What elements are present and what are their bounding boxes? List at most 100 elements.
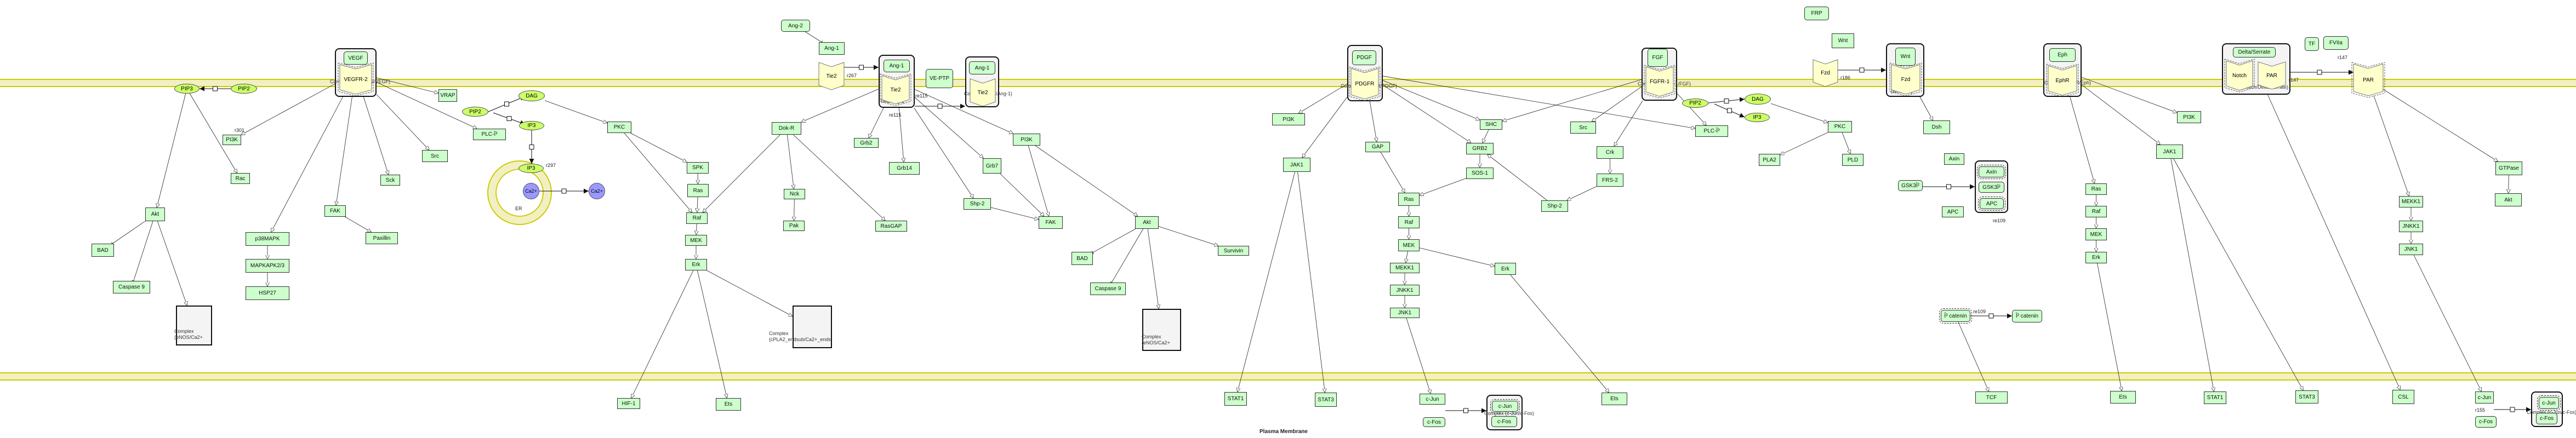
protein-mek-b[interactable]: MEK [1398,239,1420,251]
protein-src-a[interactable]: Src [422,150,448,162]
protein-veptp[interactable]: VE-PTP [926,69,953,88]
protein-shp2-b[interactable]: Shp-2 [1541,200,1568,212]
receptor-fzd[interactable]: Fzd [1813,59,1838,87]
protein-erk-a[interactable]: Erk [685,259,707,270]
protein-ap1-b-fos[interactable]: c-Fos [2536,413,2557,424]
receptor-fzdc-fzd[interactable]: Fzd [1889,62,1922,96]
protein-grb7[interactable]: Grb7 [983,158,1001,174]
protein-nck[interactable]: Nck [784,189,805,199]
protein-ets-b[interactable]: Ets [1602,393,1627,405]
protein-cfos-b[interactable]: c-Fos [2475,416,2497,428]
protein-paxillin[interactable]: Paxillin [366,232,398,244]
receptor-vegfr2[interactable]: VEGFR-2 [338,62,374,96]
small-molecule-dag-a[interactable]: DAG [518,90,545,101]
protein-wnt[interactable]: Wnt [1832,33,1854,48]
protein-grb2-b[interactable]: GRB2 [1466,143,1494,154]
ion-ca-out[interactable]: Ca2+ [589,183,605,199]
protein-destr-apc[interactable]: APC [1978,197,2005,211]
protein-mekk1-b[interactable]: MEKK1 [2399,196,2423,208]
protein-ras-b[interactable]: Ras [1398,193,1420,206]
small-molecule-ip3-b[interactable]: IP3 [518,164,544,173]
protein-jak1-a[interactable]: JAK1 [1283,158,1310,172]
protein-p38[interactable]: p38MAPK [246,232,289,246]
reaction-ca-release-process-node[interactable] [561,188,567,194]
protein-jnk1-a[interactable]: JNK1 [1390,308,1420,318]
protein-ap1-a-jun[interactable]: c-Jun [1490,399,1520,413]
protein-akt-b[interactable]: Akt [1135,216,1159,229]
protein-ets-c[interactable]: Ets [2110,391,2136,404]
reaction-pip2-to-dag-process-node[interactable] [504,101,509,107]
protein-shc[interactable]: SHC [1480,119,1502,130]
protein-ang1[interactable]: Ang-1 [819,42,845,55]
protein-gsk3b[interactable]: GSK3Î² [1898,180,1923,191]
protein-hsp27[interactable]: HSP27 [246,286,289,300]
protein-bad-b[interactable]: BAD [1072,252,1093,265]
small-molecule-pip2-b[interactable]: PIP2 [462,107,488,117]
protein-ang2[interactable]: Ang-2 [781,20,810,32]
protein-mapkapk[interactable]: MAPKAPK2/3 [246,259,289,273]
protein-pi3k-b[interactable]: PI3K [1013,134,1040,146]
protein-jnk1-b[interactable]: JNK1 [2399,244,2423,255]
reaction-pip2-to-ip3-process-node[interactable] [506,116,512,121]
protein-tcf[interactable]: TCF [1975,391,2008,404]
receptor-tie2c2-tie2[interactable]: Tie2 [970,78,996,107]
protein-destr-gsk[interactable]: GSK3Î² [1979,182,2004,193]
receptor-par-in[interactable]: PAR [2258,61,2286,90]
protein-grb14[interactable]: Grb14 [889,162,920,175]
small-molecule-pip2-a[interactable]: PIP2 [231,84,257,94]
protein-erk-b[interactable]: Erk [1495,263,1516,275]
protein-plc-a[interactable]: PLC-Î³ [473,129,506,140]
protein-fzdc-wnt[interactable]: Wnt [1895,48,1916,66]
protein-ap1-a-fos[interactable]: c-Fos [1491,416,1517,427]
small-molecule-pip3-a[interactable]: PIP3 [174,84,200,94]
protein-vegf[interactable]: VEGF [344,51,368,65]
protein-grb2-a[interactable]: Grb2 [854,138,879,148]
protein-pkc-a[interactable]: PKC [607,122,631,133]
protein-casp9-b[interactable]: Caspase 9 [1090,283,1126,295]
protein-ras-c[interactable]: Ras [2085,183,2107,195]
reaction-par-activation-process-node[interactable] [2317,70,2322,75]
protein-pi3k-c[interactable]: PI3K [1272,113,1305,125]
protein-tie2c2-ang1[interactable]: Ang-1 [969,61,995,74]
ion-ca-in[interactable]: Ca2+ [523,183,539,199]
receptor-tie2c-tie2[interactable]: Tie2 [880,73,911,106]
protein-raf-c[interactable]: Raf [2085,206,2107,217]
reaction-pip2-to-ip3-fgf-process-node[interactable] [1727,108,1732,113]
protein-dsh[interactable]: Dsh [1923,120,1950,134]
protein-gtpase[interactable]: GTPase [2495,162,2522,175]
protein-pak[interactable]: Pak [783,221,805,231]
protein-fak-a[interactable]: FAK [324,205,346,217]
protein-delta[interactable]: Delta/Serrate [2233,47,2276,57]
reaction-tie2-ang1-binding-process-node[interactable] [859,65,864,70]
protein-fviia[interactable]: FVIIa [2323,36,2349,50]
protein-erk-c[interactable]: Erk [2085,252,2107,263]
protein-akt-c[interactable]: Akt [2495,193,2522,206]
protein-plc-b[interactable]: PLC-Î³ [1695,125,1728,137]
protein-bad-a[interactable]: BAD [92,244,114,257]
receptor-tie2[interactable]: Tie2 [818,62,845,90]
protein-raf-a[interactable]: Raf [686,212,708,224]
reaction-destruction-complex-process-node[interactable] [1946,184,1951,189]
protein-pdgf[interactable]: PDGF [1352,50,1376,65]
protein-ras-a[interactable]: Ras [687,184,709,197]
reaction-bcatenin-process-node[interactable] [1988,313,1994,319]
protein-pi3k-a[interactable]: PI3K [223,135,241,145]
protein-stat3-a[interactable]: STAT3 [1315,393,1337,407]
protein-gap[interactable]: GAP [1365,142,1390,152]
protein-fgf[interactable]: FGF [1648,49,1668,67]
reaction-tie2-dephosphorylation-process-node[interactable] [937,103,943,109]
protein-cjun-b[interactable]: c-Jun [2475,391,2494,404]
protein-ets-a[interactable]: Ets [716,398,741,411]
protein-bcat-in[interactable]: Î² catenin [1939,308,1972,324]
protein-cfos-a[interactable]: c-Fos [1423,417,1445,427]
protein-csl[interactable]: CSL [2392,390,2414,404]
small-molecule-dag-b[interactable]: DAG [1745,94,1771,105]
complex-enos-a[interactable] [176,306,212,345]
protein-akt-a[interactable]: Akt [145,208,165,221]
protein-fak-b[interactable]: FAK [1039,216,1063,229]
protein-sos1[interactable]: SOS-1 [1466,168,1494,179]
small-molecule-ip3-a[interactable]: IP3 [519,121,544,130]
protein-pld[interactable]: PLD [1842,154,1863,166]
protein-pi3k-d[interactable]: PI3K [2177,111,2201,123]
protein-jnkk1-b[interactable]: JNKK1 [2399,221,2423,232]
